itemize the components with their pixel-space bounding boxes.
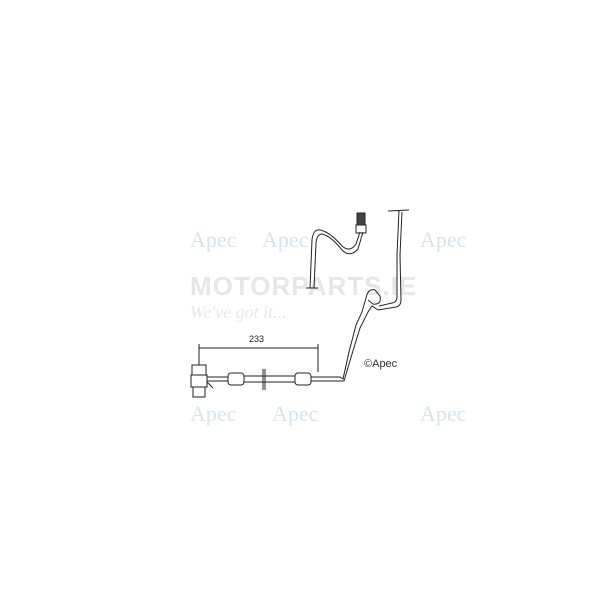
upper-fitting (355, 212, 367, 234)
dimension-label: 233 (249, 334, 265, 344)
watermark-brand: Apec (262, 227, 309, 252)
watermark-site: MOTORPARTS.IE (190, 271, 418, 301)
watermark-brand: Apec (420, 227, 467, 252)
watermark-brand: Apec (420, 401, 467, 426)
left-fitting (190, 364, 214, 398)
watermark-slogan: We've got it... (190, 302, 287, 322)
watermark-brand: Apec (190, 227, 237, 252)
copyright-text: ©Apec (364, 358, 398, 370)
pipe-lower (339, 209, 410, 382)
dimension-line (198, 344, 319, 372)
hose-body (207, 369, 344, 390)
watermark-brand: Apec (190, 401, 237, 426)
watermark-brand: Apec (272, 401, 319, 426)
pipe-upper (306, 229, 364, 289)
